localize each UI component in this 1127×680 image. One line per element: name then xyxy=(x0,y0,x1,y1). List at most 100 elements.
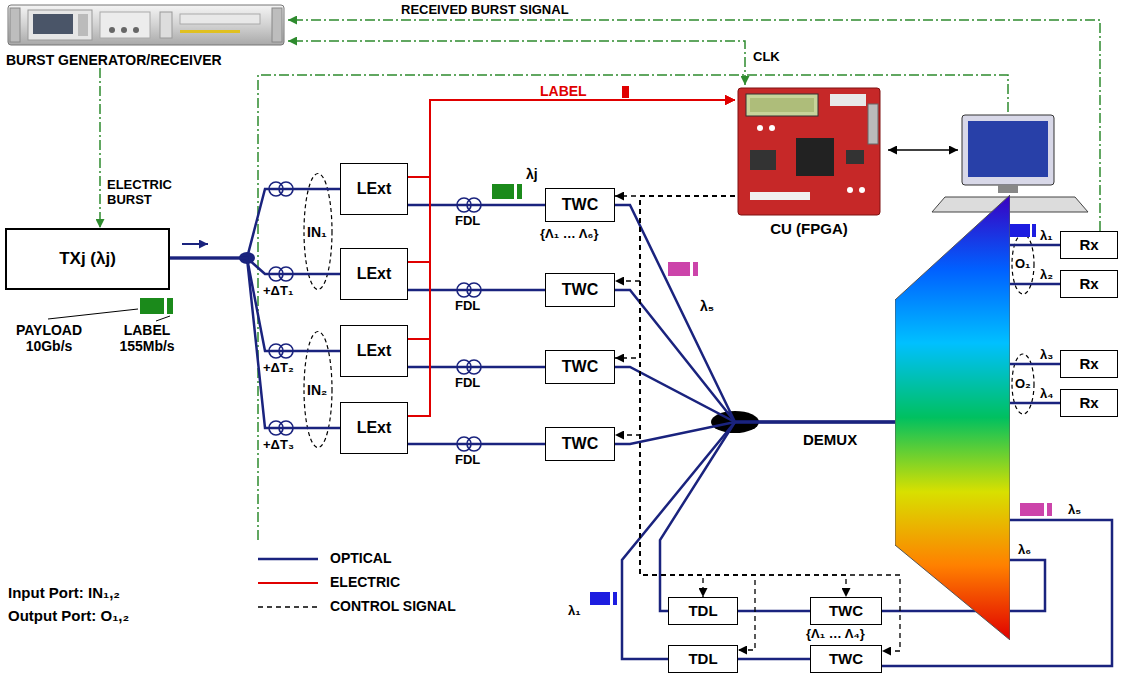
node-label: TWC xyxy=(829,650,863,667)
wavelength-converter: TWC xyxy=(545,188,615,222)
label-extractor: LExt xyxy=(340,163,408,215)
node-label: Rx xyxy=(1079,236,1098,253)
burst-generator-illustration xyxy=(8,5,284,45)
fpga-board-illustration xyxy=(738,88,880,215)
control-signal xyxy=(640,196,755,650)
optical-packet xyxy=(622,86,629,98)
optical-fiber xyxy=(408,289,545,292)
optical-fiber xyxy=(408,204,545,207)
demux-shape xyxy=(895,195,1010,640)
fpga-board-illustration xyxy=(750,150,776,170)
burst-generator: BURST GENERATOR/RECEIVER xyxy=(4,2,288,68)
legend-line xyxy=(258,606,318,607)
computer-illustration xyxy=(962,115,1054,185)
fpga-board-illustration xyxy=(757,125,763,131)
optical-packet xyxy=(693,262,698,276)
optical-fiber xyxy=(615,290,895,422)
legend-item: CONTROL SIGNAL xyxy=(258,598,478,616)
annotation-label: λ₄ xyxy=(1040,387,1053,402)
burst-generator-illustration xyxy=(100,12,150,38)
burst-generator-illustration xyxy=(33,14,73,34)
control-signal xyxy=(640,196,735,597)
wavelength-converter: TWC xyxy=(810,597,882,625)
transmitter-box: TXj (λj) xyxy=(5,228,170,290)
electric-wire xyxy=(408,100,735,339)
node-label: TWC xyxy=(562,281,598,299)
legend-text: CONTROL SIGNAL xyxy=(330,598,456,614)
optical-fiber xyxy=(408,366,545,369)
control-signal xyxy=(640,196,900,651)
annotation-label: {Λ₁ … Λ₄} xyxy=(806,627,865,642)
direction-arrow xyxy=(182,244,208,245)
optical-packet xyxy=(1032,224,1036,237)
annotation-label: FDL xyxy=(455,214,480,229)
annotation-label: PAYLOAD 10Gb/s xyxy=(4,322,94,354)
annotation-label: +ΔT₃ xyxy=(263,438,294,453)
node-label: Rx xyxy=(1079,275,1098,292)
burst-generator-illustration xyxy=(109,27,115,33)
leader-line xyxy=(48,309,138,319)
control-signal xyxy=(615,196,735,281)
optical-fiber xyxy=(170,258,340,274)
annotation-label: LABEL xyxy=(540,83,587,99)
node-label: TWC xyxy=(562,435,598,453)
burst-generator-illustration xyxy=(180,30,240,33)
edge-label: RECEIVED BURST SIGNAL xyxy=(400,3,570,18)
burst-generator-illustration xyxy=(160,12,172,38)
annotation-label: O₁ xyxy=(1015,257,1031,272)
demux-prism xyxy=(895,195,1010,640)
annotation-label: Output Port: O₁,₂ xyxy=(8,607,129,624)
wavelength-converter: TWC xyxy=(545,273,615,307)
node-label: LExt xyxy=(357,419,392,437)
annotation-label: λ₃ xyxy=(1040,348,1053,363)
control-unit: CU (FPGA) xyxy=(735,85,883,237)
port-group-ellipse xyxy=(304,332,332,448)
burst-generator-illustration xyxy=(121,27,127,33)
burst-generator-illustration xyxy=(10,8,20,42)
optical-fiber xyxy=(738,610,810,613)
annotation-label: λ₅ xyxy=(700,298,714,314)
legend-item: ELECTRIC xyxy=(258,574,478,592)
burst-generator-illustration xyxy=(272,8,282,42)
electric-wire xyxy=(408,100,735,416)
port-group-ellipse xyxy=(304,174,332,290)
annotation-label: LABEL 155Mb/s xyxy=(100,322,194,354)
edge-label: CLK xyxy=(752,50,781,65)
receiver-box: Rx xyxy=(1060,270,1118,298)
optical-fiber xyxy=(1010,402,1060,405)
node-label: TDL xyxy=(688,650,717,667)
cu-pc-link xyxy=(888,149,958,151)
annotation-label: IN₂ xyxy=(307,382,327,398)
node-label: TWC xyxy=(562,358,598,376)
leader-line xyxy=(48,309,170,321)
label-extractor: LExt xyxy=(340,402,408,454)
legend-sample xyxy=(258,574,320,592)
annotation-label: FDL xyxy=(455,376,480,391)
edge-label: ELECTRIC BURST xyxy=(106,178,184,208)
tunable-delay-line: TDL xyxy=(668,597,738,625)
fpga-board-illustration xyxy=(846,150,864,164)
node-label: CU (FPGA) xyxy=(770,220,848,237)
annotation-label: FDL xyxy=(455,453,480,468)
fpga-board-illustration xyxy=(738,88,880,215)
sync-signal xyxy=(99,68,101,228)
wavelength-converter: TWC xyxy=(545,427,615,461)
fpga-board-illustration xyxy=(847,187,853,193)
burst-generator-illustration xyxy=(180,14,260,24)
legend-text: ELECTRIC xyxy=(330,574,400,590)
optical-fiber xyxy=(408,443,545,446)
receiver-box: Rx xyxy=(1060,231,1118,259)
optical-fiber xyxy=(615,205,895,422)
optical-packet xyxy=(517,184,522,199)
electric-wire xyxy=(408,100,735,262)
optical-fiber xyxy=(1010,283,1060,286)
node-label: TWC xyxy=(829,602,863,619)
optical-packet xyxy=(167,298,173,314)
fpga-board-illustration xyxy=(868,104,878,144)
legend-sample xyxy=(258,550,320,568)
fpga-board-illustration xyxy=(859,187,865,193)
node-label: BURST GENERATOR/RECEIVER xyxy=(4,52,222,68)
node-label: TXj (λj) xyxy=(59,249,116,269)
annotation-label: IN₁ xyxy=(307,224,327,240)
